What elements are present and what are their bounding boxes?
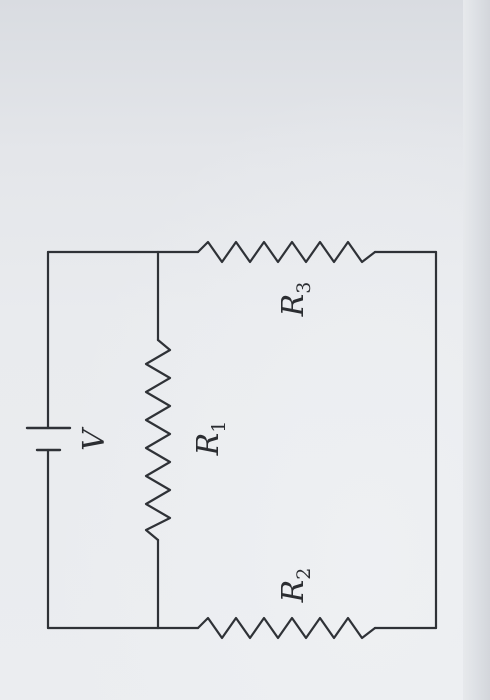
label-r3-letter: R: [276, 294, 311, 318]
svg-text:R3: R3: [276, 282, 315, 318]
label-r2-letter: R: [276, 580, 311, 604]
label-r3: R3: [276, 282, 315, 318]
svg-text:R1: R1: [191, 421, 230, 457]
resistor-r2: [196, 616, 377, 640]
label-r1-letter: R: [191, 433, 226, 457]
label-r2-subscript: 2: [293, 568, 315, 580]
svg-text:R2: R2: [276, 568, 315, 604]
label-r1: R1: [191, 421, 230, 457]
source-label: V: [77, 426, 112, 451]
paper-edge: [463, 0, 490, 700]
resistor-r3: [196, 240, 377, 264]
label-r3-subscript: 3: [293, 282, 315, 294]
resistor-r1: [144, 338, 172, 542]
label-r2: R2: [276, 568, 315, 604]
label-r1-subscript: 1: [208, 421, 230, 433]
